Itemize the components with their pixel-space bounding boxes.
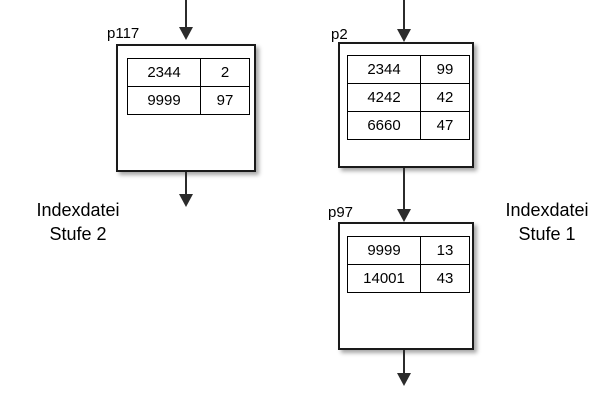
node-label-p97: p97 (328, 204, 354, 221)
entry-table-p2: 2344 99 4242 42 6660 47 (347, 55, 470, 140)
entry-pointer: 2 (200, 58, 250, 87)
entry-key: 4242 (347, 83, 421, 112)
table-row[interactable]: 2344 99 (347, 55, 470, 84)
entry-table-p97: 9999 13 14001 43 (347, 236, 470, 293)
entry-table-p117: 2344 2 9999 97 (127, 58, 250, 115)
entry-pointer: 47 (420, 111, 470, 140)
arrow-head-icon (397, 29, 411, 42)
table-row[interactable]: 9999 97 (127, 86, 250, 115)
entry-pointer: 97 (200, 86, 250, 115)
caption-left-line1: Indexdatei (36, 200, 120, 220)
arrow-head-icon (397, 373, 411, 386)
entry-key: 9999 (127, 86, 201, 115)
table-row[interactable]: 14001 43 (347, 264, 470, 293)
arrow-shaft (185, 0, 187, 28)
arrow-head-icon (179, 27, 193, 40)
caption-left: Indexdatei Stufe 2 (18, 198, 138, 246)
caption-left-line2: Stufe 2 (49, 224, 107, 244)
entry-key: 9999 (347, 236, 421, 265)
arrow-head-icon (179, 194, 193, 207)
caption-right: Indexdatei Stufe 1 (487, 198, 607, 246)
entry-pointer: 43 (420, 264, 470, 293)
arrow-head-icon (397, 209, 411, 222)
table-row[interactable]: 9999 13 (347, 236, 470, 265)
arrow-shaft (403, 0, 405, 30)
arrow-p2-to-p97 (397, 168, 411, 222)
entry-key: 14001 (347, 264, 421, 293)
node-label-p2: p2 (331, 26, 348, 43)
arrow-shaft (403, 168, 405, 210)
arrow-out-of-p117 (179, 172, 193, 207)
entry-key: 2344 (347, 55, 421, 84)
arrow-into-p2 (397, 0, 411, 42)
caption-right-line1: Indexdatei (505, 200, 589, 220)
entry-key: 2344 (127, 58, 201, 87)
table-row[interactable]: 2344 2 (127, 58, 250, 87)
entry-pointer: 13 (420, 236, 470, 265)
arrow-shaft (185, 172, 187, 195)
node-label-p117: p117 (107, 25, 140, 42)
caption-right-line2: Stufe 1 (518, 224, 576, 244)
table-row[interactable]: 6660 47 (347, 111, 470, 140)
arrow-into-p117 (179, 0, 193, 40)
entry-pointer: 99 (420, 55, 470, 84)
arrow-out-of-p97 (397, 350, 411, 386)
entry-pointer: 42 (420, 83, 470, 112)
arrow-shaft (403, 350, 405, 374)
table-row[interactable]: 4242 42 (347, 83, 470, 112)
entry-key: 6660 (347, 111, 421, 140)
